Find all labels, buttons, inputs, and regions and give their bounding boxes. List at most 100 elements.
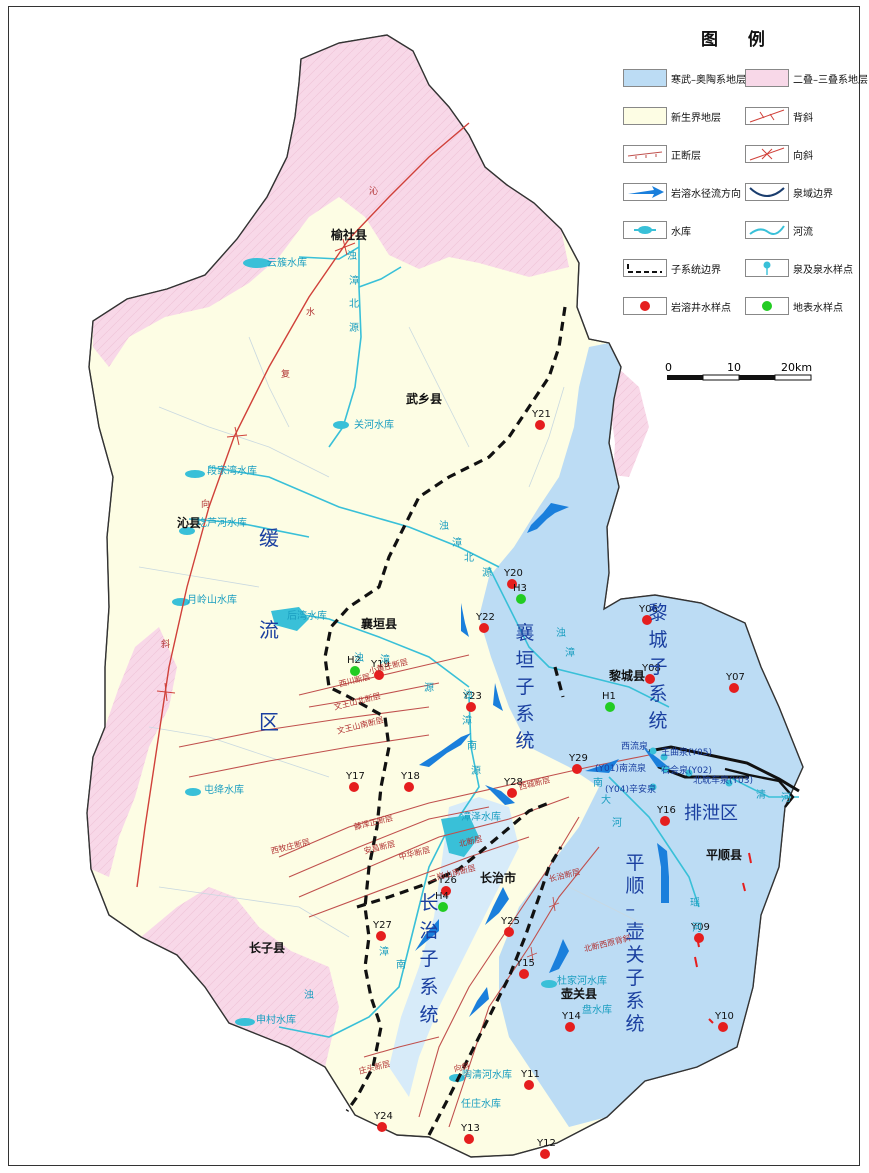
county-label: 武乡县 (406, 391, 442, 406)
river-label: 源 (349, 321, 359, 334)
region-label-char: 垣 (516, 649, 535, 671)
surface-sample-point (350, 666, 360, 676)
cambrian-area-east (479, 343, 803, 1127)
well-sample-point (540, 1149, 550, 1159)
permian-area-east (609, 367, 649, 477)
river-label: 河 (692, 922, 702, 934)
river-label: 源 (424, 681, 434, 694)
county-label: 平顺县 (706, 847, 742, 862)
hydrogeology-map: Y21Y20Y22Y19Y23Y17Y18Y29Y28Y06Y08Y07Y16Y… (86, 34, 804, 1159)
fault-lines (178, 654, 650, 1128)
map-legend: 图 例 寒武–奥陶系地层 二叠–三叠系地层 新生界地层 背斜 正断层 (623, 25, 868, 325)
reservoir-label: 陶清河水库 (462, 1068, 512, 1081)
surface-point-icon (745, 297, 789, 315)
reservoir-label: 后湾水库 (287, 609, 327, 622)
subsystem-boundaries (323, 306, 567, 1136)
region-label-char: 子 (649, 656, 668, 678)
county-label: 襄垣县 (360, 616, 397, 631)
river-label: 浊 (304, 988, 314, 1001)
well-sample-label: Y10 (714, 1011, 734, 1022)
well-sample-label: Y07 (725, 672, 745, 683)
well-sample-label: Y22 (475, 612, 495, 623)
legend-normal-fault: 正断层 (623, 145, 701, 163)
thin-streams (138, 326, 650, 938)
well-sample-label: Y28 (503, 777, 523, 788)
well-sample-label: Y24 (373, 1111, 393, 1122)
river-label: 清 (756, 788, 766, 801)
well-sample-point (377, 1122, 387, 1132)
flow-arrows (415, 503, 671, 1017)
legend-subsystem-boundary: 子系统边界 (623, 259, 721, 277)
well-sample-label: Y18 (400, 771, 420, 782)
spring-sample-label: (Y04)辛安泉 (605, 783, 656, 795)
well-sample-point (519, 969, 529, 979)
river-label: 北 (349, 298, 359, 310)
well-sample-point (642, 615, 652, 625)
spring-sample-label: 北耽车泉(Y03) (693, 774, 753, 786)
region-label-char: 系 (626, 990, 645, 1012)
legend-river: 河流 (745, 221, 813, 239)
subsystem-boundary-icon (623, 259, 667, 277)
river-label: 漳 (349, 274, 359, 287)
river-label: 南 (467, 739, 477, 752)
county-label: 长治市 (480, 870, 516, 885)
reservoir-label: 段家湾水库 (207, 464, 257, 477)
scale-tick-20: 20km (781, 361, 812, 374)
fold-label: 水 (306, 306, 315, 318)
well-sample-label: Y29 (568, 753, 588, 764)
river-label: 大 (601, 793, 611, 806)
river-label: 浊 (347, 249, 357, 262)
river-label: 漳 (379, 945, 389, 958)
spring-point-icon (745, 259, 789, 277)
syncline-marks (156, 238, 356, 702)
well-sample-point (694, 933, 704, 943)
river-label: 源 (482, 566, 492, 579)
region-label-char: 平 (626, 852, 645, 874)
reservoir-label: 申村水库 (256, 1013, 296, 1026)
river-label: 瑶 (690, 897, 700, 909)
well-sample-point (524, 1080, 534, 1090)
well-sample-point (479, 623, 489, 633)
river-label: 河 (612, 817, 622, 829)
permian-area-north (93, 35, 569, 367)
reservoir-label: 云簇水库 (267, 256, 307, 269)
fold-label: 复 (281, 368, 290, 380)
well-sample-label: Y20 (503, 568, 523, 579)
river-label: 漳 (380, 653, 390, 666)
well-sample-label: Y19 (370, 659, 390, 670)
well-sample-point (404, 782, 414, 792)
well-sample-label: Y21 (531, 409, 551, 420)
anticline-marks (526, 896, 560, 962)
reservoir-label: 杜家河水库 (557, 974, 607, 987)
discharge-zone-label: 排泄区 (684, 803, 738, 824)
region-label-char: 子 (516, 676, 535, 698)
spring-sample-point (649, 747, 657, 755)
region-label-char: 统 (516, 730, 535, 752)
swatch-cenozoic (623, 107, 667, 125)
well-sample-label: Y17 (345, 771, 365, 782)
legend-spring-point: 泉及泉水样点 (745, 259, 853, 277)
fold-label: 斜 (161, 638, 170, 650)
region-label-char: 系 (649, 683, 668, 705)
river-label: 南 (593, 776, 603, 789)
legend-syncline: 向斜 (745, 145, 813, 163)
well-sample-point (464, 1134, 474, 1144)
county-label: 榆社县 (331, 227, 367, 242)
fault-label: 向斜 (453, 1060, 471, 1074)
well-sample-point (565, 1022, 575, 1032)
region-label-char: 襄 (516, 622, 535, 644)
well-sample-point (572, 764, 582, 774)
region-label-char: 统 (649, 710, 668, 732)
region-label-char: 系 (516, 703, 535, 725)
region-label-char: 区 (259, 710, 279, 734)
well-sample-label: Y06 (638, 604, 658, 615)
well-sample-point (507, 579, 517, 589)
region-label-char: 壶 (626, 921, 645, 943)
anticline-icon (745, 107, 789, 125)
well-sample-label: Y15 (515, 958, 535, 969)
well-sample-point (504, 927, 514, 937)
spring-sample-label: (Y01)南流泉 (595, 762, 646, 774)
well-sample-label: Y23 (462, 691, 482, 702)
surface-sample-point (516, 594, 526, 604)
river-label: 漳 (452, 536, 462, 549)
